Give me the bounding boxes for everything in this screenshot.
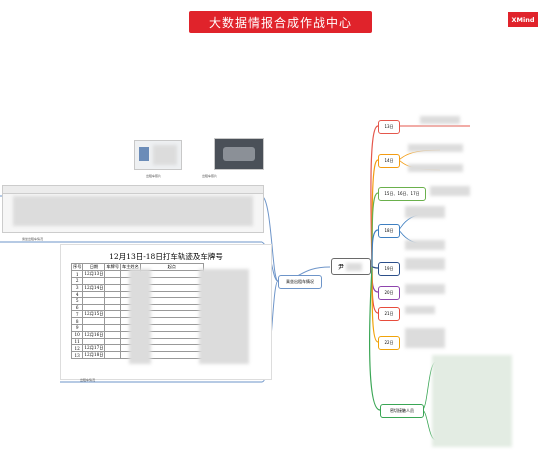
table-cell (82, 297, 106, 305)
date-topic-label: 22日 (384, 340, 394, 345)
sheet-footer-caption: 出租车情况 (80, 378, 96, 382)
date-topic-18[interactable]: 18日 (378, 224, 400, 238)
table-row: 4 (70, 290, 84, 299)
table-row: 3 (70, 283, 84, 292)
branch-close-contacts-label: 密切接触人员 (390, 408, 414, 413)
col-header: 车牌号 (104, 263, 122, 271)
redaction-blur (408, 164, 463, 172)
table-row: 1 (70, 270, 84, 278)
table-row: 12 (70, 344, 84, 353)
root-topic[interactable]: 尹 (331, 258, 371, 275)
date-topic-label: 21日 (384, 311, 394, 316)
taxi-photo-1-caption: 出租车照片 (146, 174, 162, 178)
table-row: 8 (70, 317, 84, 325)
col-header: 序号 (70, 263, 84, 271)
table-row: 2 (70, 277, 84, 285)
date-topic-label: 18日 (384, 228, 394, 233)
table-cell (82, 317, 106, 325)
date-topic-label: 15日、16日、17日 (384, 191, 420, 196)
date-topic-15-17[interactable]: 15日、16日、17日 (378, 187, 426, 201)
taxi-photo-1 (134, 140, 182, 170)
table-row: 10 (70, 330, 84, 339)
spreadsheet-caption: 乘坐出租车情况 (22, 237, 44, 241)
redaction-blur (430, 186, 470, 196)
branch-close-contacts[interactable]: 密切接触人员 (380, 404, 424, 418)
date-topic-13[interactable]: 13日 (378, 120, 400, 134)
taxi-photo-2 (214, 138, 264, 170)
table-row: 9 (70, 323, 84, 332)
redaction-blur (405, 306, 435, 314)
table-cell (82, 277, 106, 285)
redaction-blur (408, 144, 463, 152)
date-topic-label: 14日 (384, 158, 394, 163)
date-topic-label: 20日 (384, 290, 394, 295)
date-topic-22[interactable]: 22日 (378, 336, 400, 350)
table-cell (82, 337, 106, 346)
date-topic-19[interactable]: 19日 (378, 262, 400, 276)
table-cell: 12月13日 (82, 270, 106, 278)
date-topic-14[interactable]: 14日 (378, 154, 400, 168)
root-topic-label: 尹 (338, 264, 345, 271)
redaction-blur (405, 328, 445, 348)
date-topic-label: 19日 (384, 266, 394, 271)
spreadsheet-image (2, 185, 264, 233)
table-cell: 12月15日 (82, 310, 106, 319)
table-cell: 12月18日 (82, 351, 106, 360)
table-cell (82, 303, 106, 312)
date-topic-20[interactable]: 20日 (378, 286, 400, 300)
redaction-blur (129, 269, 151, 364)
redaction-blur (199, 269, 249, 364)
table-row: 6 (70, 303, 84, 312)
table-row: 11 (70, 337, 84, 346)
redaction-blur (420, 116, 460, 124)
taxi-photo-2-caption: 出租车照片 (202, 174, 218, 178)
redaction-blur (432, 355, 512, 447)
redaction-blur (405, 206, 445, 218)
table-cell: 12月16日 (82, 330, 106, 339)
table-cell: 12月17日 (82, 344, 106, 353)
table-cell (82, 323, 106, 332)
redaction-blur (405, 240, 445, 250)
table-cell: 12月14日 (82, 283, 106, 292)
branch-taxi-rides[interactable]: 乘坐出租车情况 (278, 275, 322, 289)
table-row: 5 (70, 297, 84, 305)
branch-taxi-rides-label: 乘坐出租车情况 (286, 279, 314, 284)
redaction-blur (405, 284, 445, 294)
date-topic-21[interactable]: 21日 (378, 307, 400, 321)
table-row: 13 (70, 351, 84, 360)
col-header: 日期 (82, 263, 106, 271)
page-title: 大数据情报合成作战中心 (189, 11, 372, 33)
redaction-blur (405, 258, 445, 270)
table-cell (82, 290, 106, 299)
redaction-blur (346, 263, 362, 271)
sheet-title: 12月13日-18日打车轨迹及车牌号 (109, 252, 223, 261)
xmind-logo: XMind (508, 12, 538, 27)
date-topic-label: 13日 (384, 124, 394, 129)
table-row: 7 (70, 310, 84, 319)
